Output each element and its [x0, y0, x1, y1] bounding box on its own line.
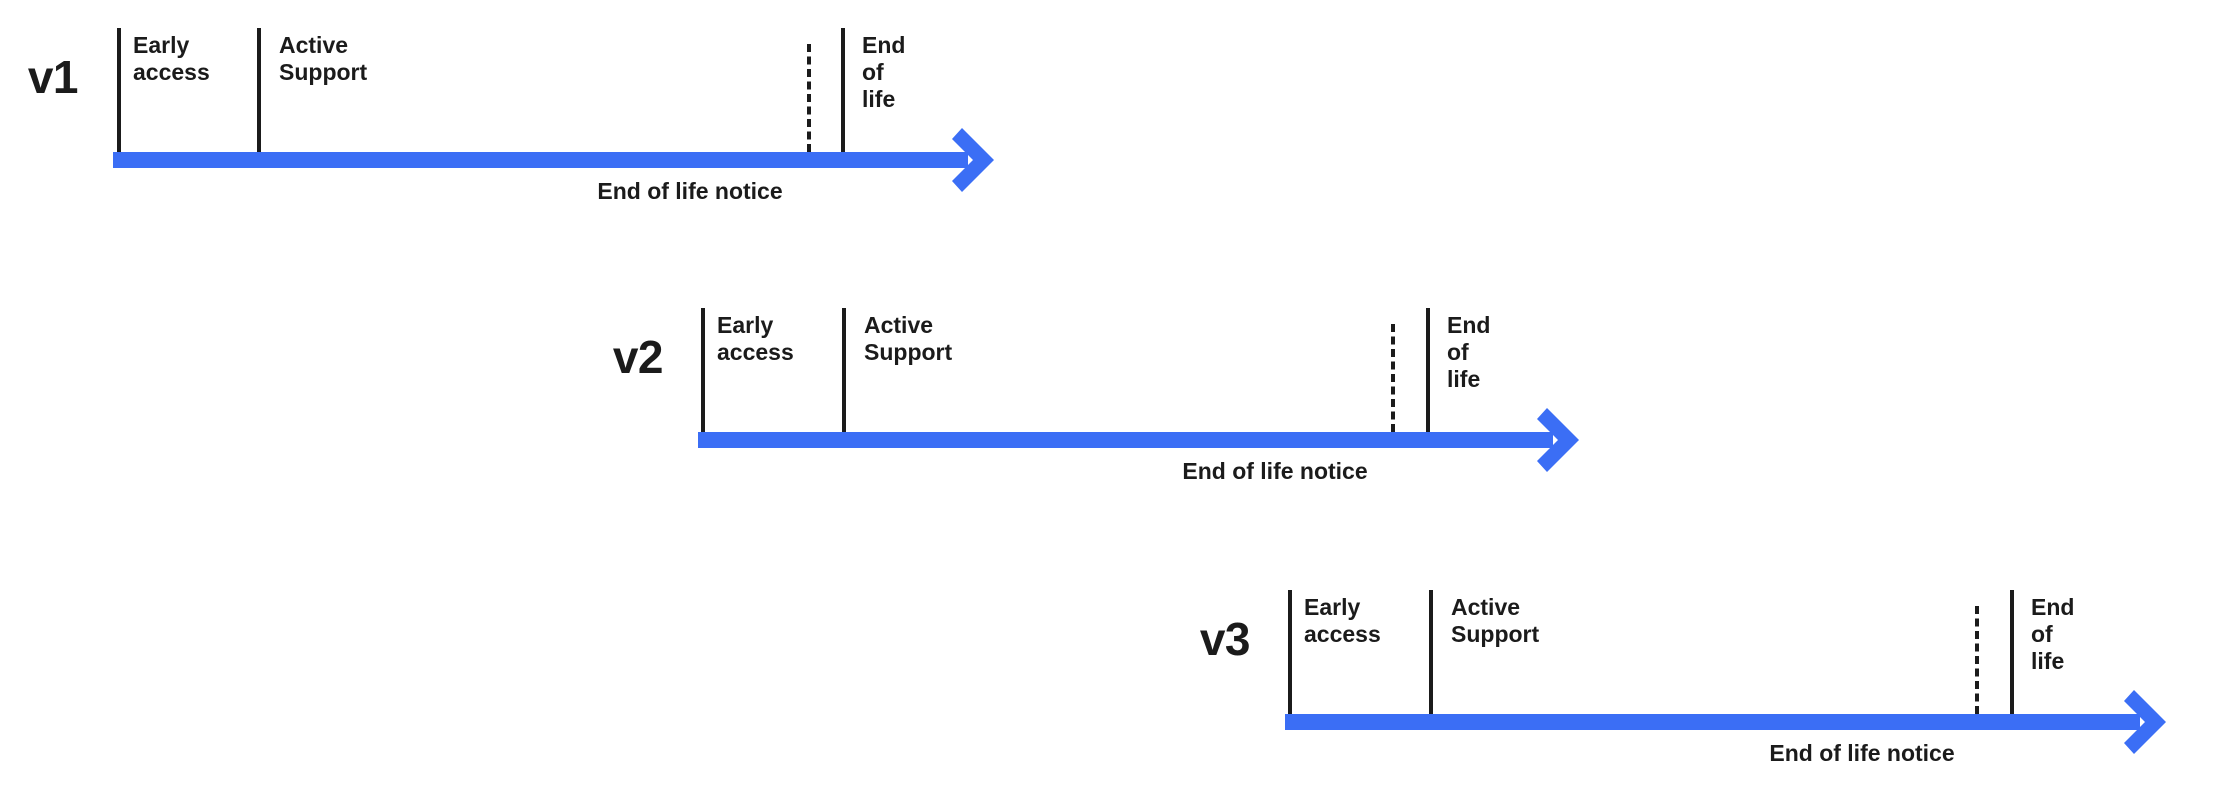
divider-early-access-end — [257, 28, 261, 152]
divider-end-of-life — [841, 28, 845, 152]
divider-early-access-end — [1429, 590, 1433, 714]
bar-caption-end-of-life-notice: End of life notice — [1182, 458, 1368, 484]
arrow-head-icon — [1537, 408, 1579, 472]
version-label-v2: v2 — [612, 331, 664, 383]
phase-label-end-of-life: End of life — [862, 32, 906, 112]
end-of-life-notice-marker — [1391, 324, 1395, 432]
phase-label-active-support: Active Support — [279, 32, 368, 85]
lifecycle-bar — [698, 432, 1553, 448]
divider-start — [117, 28, 121, 152]
phase-label-active-support: Active Support — [1451, 594, 1540, 647]
phase-label-early-access: Early access — [133, 32, 210, 85]
bar-caption-end-of-life-notice: End of life notice — [1769, 740, 1955, 766]
version-label-v1: v1 — [27, 51, 79, 103]
phase-label-end-of-life: End of life — [2031, 594, 2075, 674]
bar-caption-end-of-life-notice: End of life notice — [597, 178, 783, 204]
divider-early-access-end — [842, 308, 846, 432]
lifecycle-bar — [113, 152, 968, 168]
divider-end-of-life — [2010, 590, 2014, 714]
phase-label-end-of-life: End of life — [1447, 312, 1491, 392]
end-of-life-notice-marker — [1975, 606, 1979, 714]
phase-label-early-access: Early access — [717, 312, 794, 365]
phase-label-early-access: Early access — [1304, 594, 1381, 647]
divider-start — [701, 308, 705, 432]
divider-end-of-life — [1426, 308, 1430, 432]
version-label-v3: v3 — [1199, 613, 1251, 665]
arrow-head-icon — [952, 128, 994, 192]
arrow-head-icon — [2124, 690, 2166, 754]
end-of-life-notice-marker — [807, 44, 811, 152]
phase-label-active-support: Active Support — [864, 312, 953, 365]
divider-start — [1288, 590, 1292, 714]
lifecycle-bar — [1285, 714, 2140, 730]
